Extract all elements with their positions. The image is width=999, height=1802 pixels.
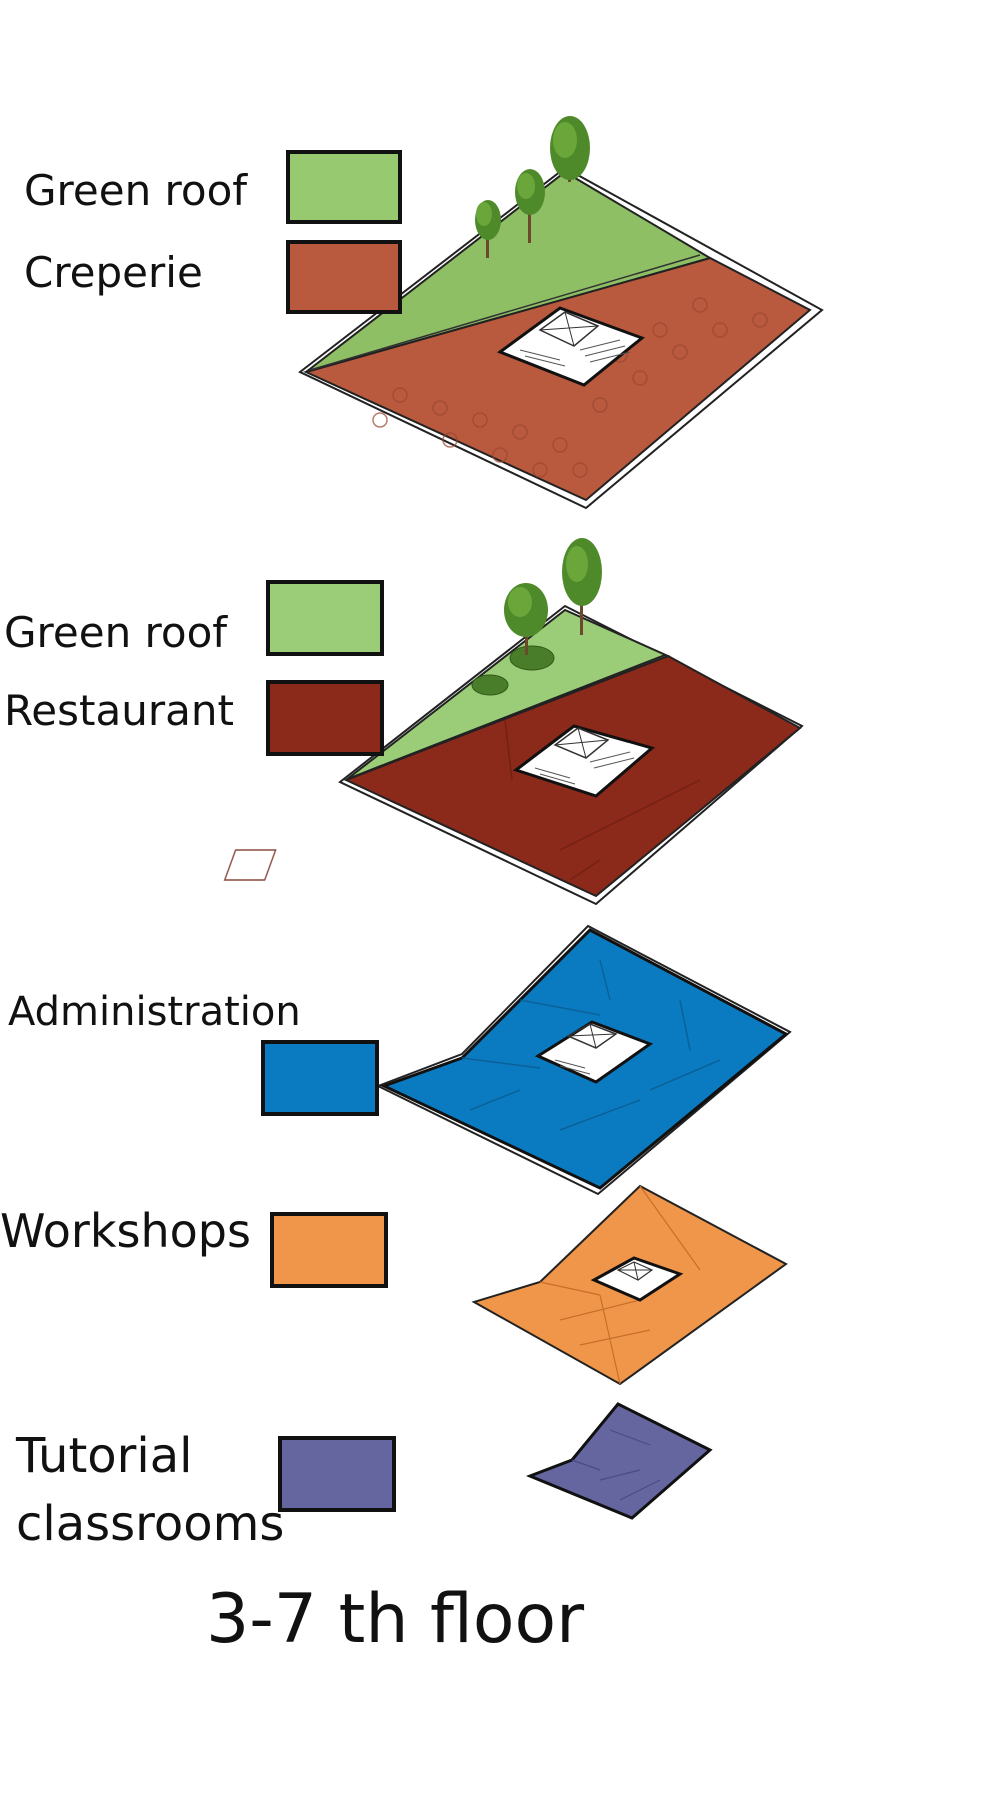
legend-label-restaurant: Restaurant [4,686,234,735]
legend-swatch-workshops [270,1212,388,1288]
tutorial-classrooms-area [525,1402,713,1520]
legend-swatch-green-roof-2 [266,580,384,656]
legend-label-green-roof: Green roof [24,166,248,215]
stair-core-icon [590,1256,684,1302]
legend-swatch-administration [261,1040,379,1116]
tree-icon [475,200,501,258]
legend-label-administration: Administration [8,989,301,1035]
legend-label-tutorial: Tutorial [16,1428,193,1484]
tree-icon [562,538,602,635]
figure-title: 3-7 th floor [206,1580,585,1659]
legend-label-creperie: Creperie [24,248,203,297]
floor-administration [375,924,792,1196]
floor-tutorial-classrooms [525,1402,713,1520]
floor-restaurant [223,538,804,906]
stair-core-icon [534,1020,654,1084]
legend-label-classrooms: classrooms [16,1496,285,1552]
green-roof-area-mid [345,608,671,781]
shrub-icon [471,645,555,696]
floor-creperie [298,116,824,510]
legend-label-workshops: Workshops [0,1204,251,1258]
stair-core-icon [496,306,645,387]
legend-label-green-roof-2: Green roof [4,608,228,657]
legend-swatch-restaurant [266,680,384,756]
legend-swatch-green-roof [286,150,402,224]
green-roof-area-top [305,170,713,373]
tree-icon [515,169,545,243]
tree-icon [504,583,548,655]
legend-swatch-tutorial-classrooms [278,1436,396,1512]
legend-swatch-creperie [286,240,402,314]
tree-icon [550,116,590,182]
floor-workshops [471,1184,788,1386]
stair-core-icon [512,724,656,798]
